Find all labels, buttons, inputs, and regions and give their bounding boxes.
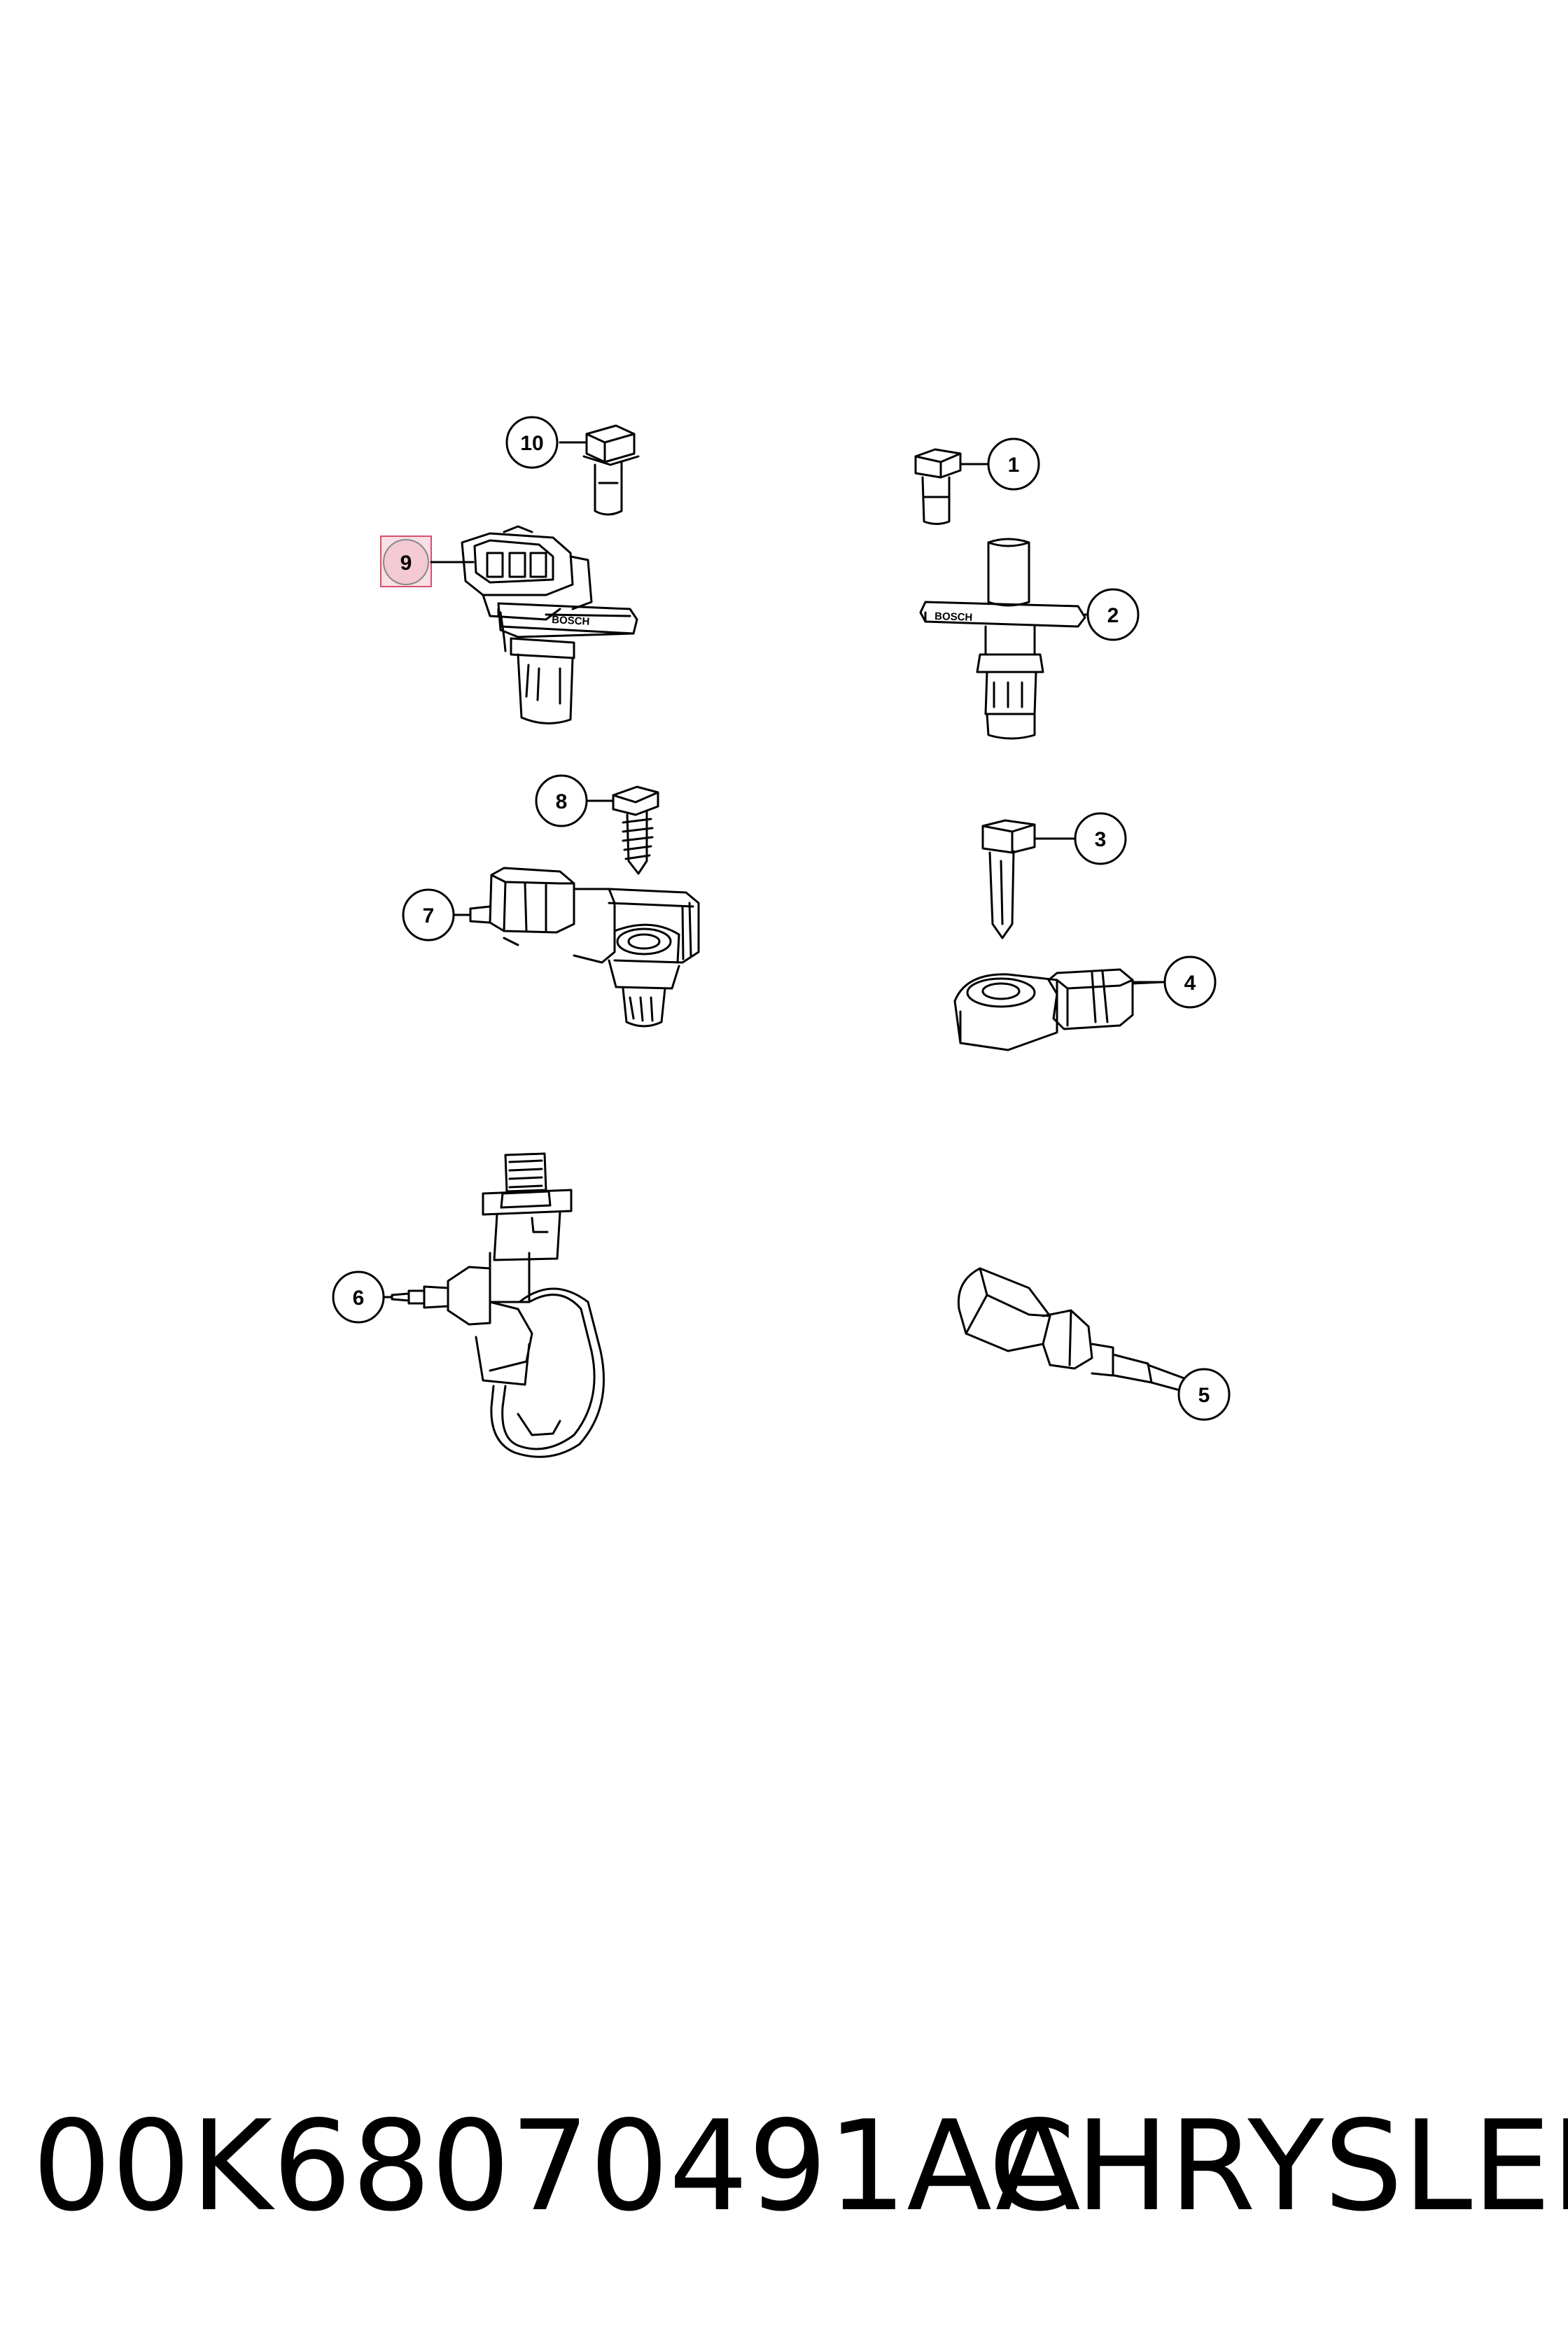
- part-2-sensor[interactable]: BOSCH: [919, 538, 1086, 740]
- callout-2[interactable]: 2: [1086, 588, 1140, 641]
- callout-label-5: 5: [1198, 1384, 1210, 1407]
- callout-label-3: 3: [1095, 828, 1107, 851]
- callout-1[interactable]: 1: [987, 438, 1040, 491]
- part-4-sensor[interactable]: [953, 968, 1163, 1051]
- part-10-bolt[interactable]: [582, 424, 640, 516]
- callout-3[interactable]: 3: [1074, 812, 1127, 865]
- callout-10[interactable]: 10: [505, 416, 559, 469]
- part-3-bolt[interactable]: [981, 819, 1036, 939]
- part-number: 00K68070491AA: [32, 2094, 1081, 2239]
- callout-6[interactable]: 6: [332, 1270, 385, 1324]
- callout-8[interactable]: 8: [535, 774, 588, 827]
- sensor-9-logo: BOSCH: [552, 614, 590, 628]
- brand-name: CHRYSLER: [988, 2094, 1568, 2239]
- callout-4[interactable]: 4: [1163, 955, 1217, 1009]
- part-9-sensor[interactable]: BOSCH: [461, 525, 638, 724]
- part-8-screw[interactable]: [612, 785, 659, 875]
- callout-7[interactable]: 7: [402, 888, 455, 941]
- part-1-bolt[interactable]: [914, 448, 962, 525]
- callout-label-9: 9: [400, 552, 412, 575]
- callout-label-2: 2: [1107, 604, 1119, 627]
- callout-9[interactable]: 9: [383, 539, 429, 585]
- callout-label-10: 10: [520, 432, 543, 455]
- callout-label-1: 1: [1008, 454, 1020, 477]
- part-5-sensor[interactable]: [957, 1267, 1191, 1394]
- part-6-valve[interactable]: [391, 1152, 605, 1458]
- part-7-sensor[interactable]: [469, 867, 700, 1028]
- callout-label-7: 7: [423, 904, 435, 927]
- callout-label-4: 4: [1184, 972, 1196, 995]
- callout-label-6: 6: [353, 1287, 365, 1310]
- callout-label-8: 8: [556, 790, 568, 813]
- sensor-2-logo: BOSCH: [934, 610, 973, 624]
- callout-5[interactable]: 5: [1177, 1368, 1231, 1421]
